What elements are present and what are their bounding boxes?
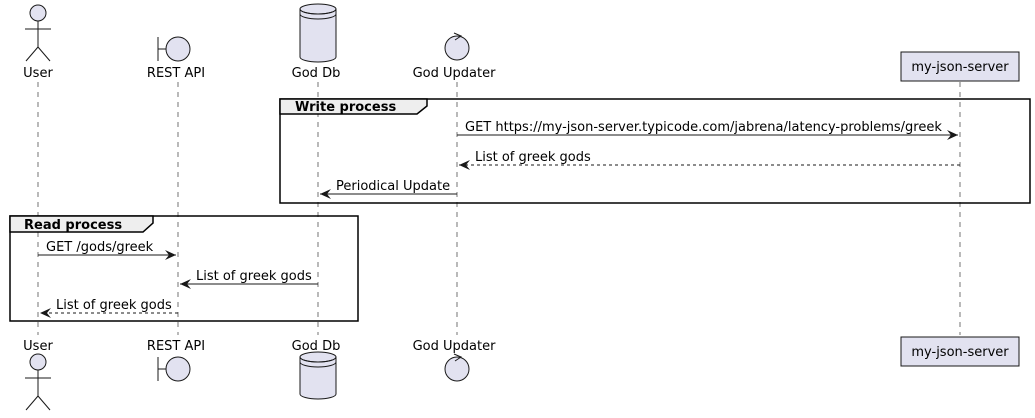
- group-header-tab: [279, 98, 428, 115]
- participant-user-bottom: User: [23, 339, 53, 411]
- participant-box: [900, 51, 1020, 82]
- participant-user-top: User: [23, 4, 53, 81]
- lifelines: [37, 82, 961, 335]
- participant-label: God Updater: [413, 339, 496, 354]
- participant-label: God Updater: [413, 66, 496, 81]
- participant-label: REST API: [147, 339, 205, 354]
- group-frame: [279, 98, 1031, 204]
- participant-label: User: [23, 339, 53, 354]
- message-list-of-greek-gods-to-user: List of greek gods: [40, 298, 178, 318]
- message-periodical-update: Periodical Update: [320, 179, 457, 199]
- message-get-gods-greek: GET /gods/greek: [38, 240, 176, 260]
- message-list-of-greek-gods-from-db: List of greek gods: [180, 269, 318, 289]
- participant-god-db-top: God Db: [292, 3, 341, 81]
- group-write-process: Write process: [279, 98, 1031, 204]
- group-label: Write process: [295, 100, 396, 115]
- actor-icon: [25, 353, 51, 411]
- participant-label: God Db: [292, 339, 341, 354]
- participant-my-json-server-bottom: my-json-server: [900, 336, 1020, 367]
- participant-label: my-json-server: [911, 345, 1009, 360]
- participant-label: my-json-server: [911, 60, 1009, 75]
- group-read-process: Read process: [9, 215, 359, 322]
- participant-label: REST API: [147, 66, 205, 81]
- participant-rest-api-top: REST API: [147, 36, 205, 81]
- boundary-icon: [157, 356, 191, 382]
- group-frame: [9, 215, 359, 322]
- actor-icon: [25, 4, 51, 62]
- participant-god-db-bottom: God Db: [292, 339, 341, 400]
- participant-label: User: [23, 66, 53, 81]
- participant-box: [900, 336, 1020, 367]
- message-label: List of greek gods: [475, 150, 591, 165]
- participant-my-json-server-top: my-json-server: [900, 51, 1020, 82]
- participant-god-updater-top: God Updater: [413, 32, 496, 81]
- database-icon: [299, 351, 337, 400]
- control-icon: [444, 32, 470, 61]
- message-label: Periodical Update: [336, 179, 450, 194]
- participant-rest-api-bottom: REST API: [147, 339, 205, 382]
- message-label: GET /gods/greek: [46, 240, 154, 255]
- message-label: List of greek gods: [56, 298, 172, 313]
- group-label: Read process: [24, 218, 122, 233]
- boundary-icon: [157, 36, 191, 62]
- database-icon: [299, 3, 337, 63]
- group-header-tab: [9, 215, 154, 233]
- message-label: GET https://my-json-server.typicode.com/…: [465, 120, 942, 135]
- message-get-greek-external: GET https://my-json-server.typicode.com/…: [457, 120, 958, 140]
- participant-label: God Db: [292, 66, 341, 81]
- participant-god-updater-bottom: God Updater: [413, 339, 496, 382]
- message-label: List of greek gods: [196, 269, 312, 284]
- message-list-of-greek-gods-from-server: List of greek gods: [459, 150, 960, 170]
- control-icon: [444, 353, 470, 382]
